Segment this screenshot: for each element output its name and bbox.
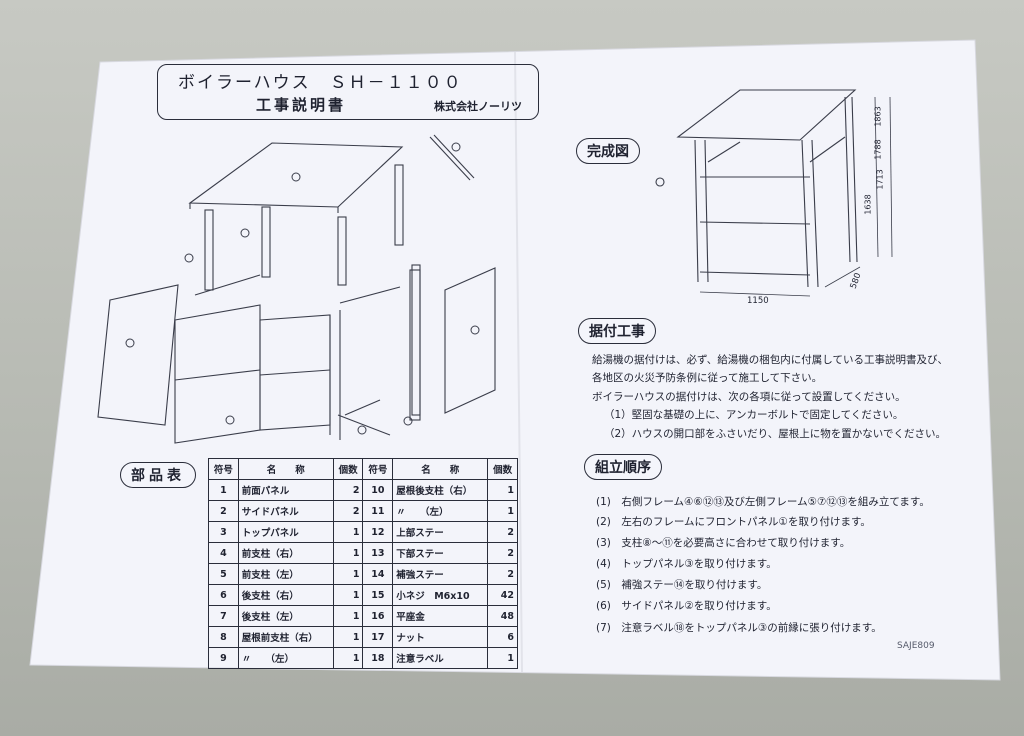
table-cell: 前支柱（右） [237, 542, 334, 564]
table-cell: 2 [487, 521, 518, 543]
table-cell: 小ネジ M6x10 [392, 584, 489, 606]
column-header: 符号 [362, 458, 394, 480]
company-name: 株式会社ノーリツ [434, 100, 522, 113]
height-dimension-1863: 1863 [873, 106, 883, 127]
table-cell: 4 [208, 542, 239, 564]
table-cell: 1 [487, 479, 518, 501]
table-cell: 2 [332, 500, 364, 522]
height-dimension-1788: 1788 [873, 139, 883, 160]
table-cell: 前支柱（左） [237, 563, 334, 585]
document-subtitle: 工事説明書 [256, 96, 347, 114]
table-cell: 注意ラベル [392, 647, 489, 669]
table-cell: 補強ステー [392, 563, 489, 585]
column-header: 名 称 [392, 458, 489, 480]
document-code: SAJE809 [897, 641, 935, 651]
table-cell: 屋根後支柱（右） [392, 479, 489, 501]
table-cell: 13 [362, 542, 394, 564]
table-cell: 屋根前支柱（右） [237, 626, 334, 648]
table-cell: ナット [392, 626, 489, 648]
column-header: 名 称 [237, 458, 334, 480]
installation-line-4: （1）堅固な基礎の上に、アンカーボルトで固定してください。 [604, 409, 904, 421]
assembly-step-4: (4) トップパネル③を取り付けます。 [596, 558, 777, 570]
table-cell: 1 [487, 647, 518, 669]
table-cell: 下部ステー [392, 542, 489, 564]
assembly-step-5: (5) 補強ステー⑭を取り付けます。 [596, 579, 768, 591]
height-dimension-1713: 1713 [875, 169, 885, 190]
table-cell: 前面パネル [237, 479, 334, 501]
table-cell: 後支柱（左） [237, 605, 334, 627]
table-cell: 2 [208, 500, 239, 522]
assembly-step-6: (6) サイドパネル②を取り付けます。 [596, 600, 777, 612]
table-cell: 2 [487, 542, 518, 564]
table-cell: 9 [208, 647, 239, 669]
table-cell: 1 [332, 521, 364, 543]
table-cell: 6 [487, 626, 518, 648]
table-cell: 1 [332, 542, 364, 564]
table-cell: トップパネル [237, 521, 334, 543]
table-cell: 〃 （左） [392, 500, 489, 522]
table-cell: 2 [332, 479, 364, 501]
table-cell: 1 [332, 563, 364, 585]
table-cell: 18 [362, 647, 394, 669]
table-cell: 15 [362, 584, 394, 606]
table-cell: 6 [208, 584, 239, 606]
column-header: 個数 [332, 458, 364, 480]
table-cell: 7 [208, 605, 239, 627]
document-title: ボイラーハウス ＳＨ－１１００ [178, 73, 463, 93]
width-dimension: 1150 [747, 296, 769, 306]
table-cell: 8 [208, 626, 239, 648]
assembly-step-7: (7) 注意ラベル⑱をトップパネル③の前縁に張り付けます。 [596, 622, 882, 634]
parts-table-heading: 部品表 [120, 462, 196, 488]
table-cell: 1 [332, 584, 364, 606]
table-cell: 1 [208, 479, 239, 501]
installation-line-3: ボイラーハウスの据付けは、次の各項に従って設置してください。 [592, 391, 906, 403]
table-cell: 上部ステー [392, 521, 489, 543]
table-cell: 1 [332, 605, 364, 627]
table-cell: 2 [487, 563, 518, 585]
table-cell: 1 [332, 626, 364, 648]
table-cell: 後支柱（右） [237, 584, 334, 606]
table-cell: 10 [362, 479, 394, 501]
assembly-step-2: (2) 左右のフレームにフロントパネル①を取り付けます。 [596, 516, 871, 528]
assembly-step-3: (3) 支柱⑧～⑪を必要高さに合わせて取り付けます。 [596, 537, 851, 549]
table-cell: 42 [487, 584, 518, 606]
table-cell: サイドパネル [237, 500, 334, 522]
table-cell: 48 [487, 605, 518, 627]
installation-line-5: （2）ハウスの開口部をふさいだり、屋根上に物を置かないでください。 [604, 428, 946, 440]
completion-drawing-heading: 完成図 [576, 138, 640, 164]
column-header: 符号 [208, 458, 239, 480]
table-cell: 17 [362, 626, 394, 648]
installation-line-2: 各地区の火災予防条例に従って施工して下さい。 [592, 372, 823, 384]
title-box [157, 64, 539, 120]
column-header: 個数 [487, 458, 518, 480]
completion-drawing [655, 89, 893, 297]
table-cell: 16 [362, 605, 394, 627]
table-cell: 11 [362, 500, 394, 522]
assembly-heading: 組立順序 [584, 454, 662, 480]
installation-line-1: 給湯機の据付けは、必ず、給湯機の梱包内に付属している工事説明書及び、 [592, 354, 948, 366]
table-cell: 平座金 [392, 605, 489, 627]
table-cell: 3 [208, 521, 239, 543]
assembly-step-1: (1) 右側フレーム④⑥⑫⑬及び左側フレーム⑤⑦⑫⑬を組み立てます。 [596, 496, 930, 508]
table-cell: 12 [362, 521, 394, 543]
parts-table-header-row: 符号 名 称 個数 符号 名 称 個数 [208, 458, 518, 480]
table-cell: 1 [487, 500, 518, 522]
table-cell: 14 [362, 563, 394, 585]
exploded-view-drawing [97, 134, 496, 444]
height-dimension-1638: 1638 [863, 194, 873, 215]
table-cell: 1 [332, 647, 364, 669]
table-cell: 5 [208, 563, 239, 585]
table-cell: 〃 （左） [237, 647, 334, 669]
installation-heading: 据付工事 [578, 318, 656, 344]
